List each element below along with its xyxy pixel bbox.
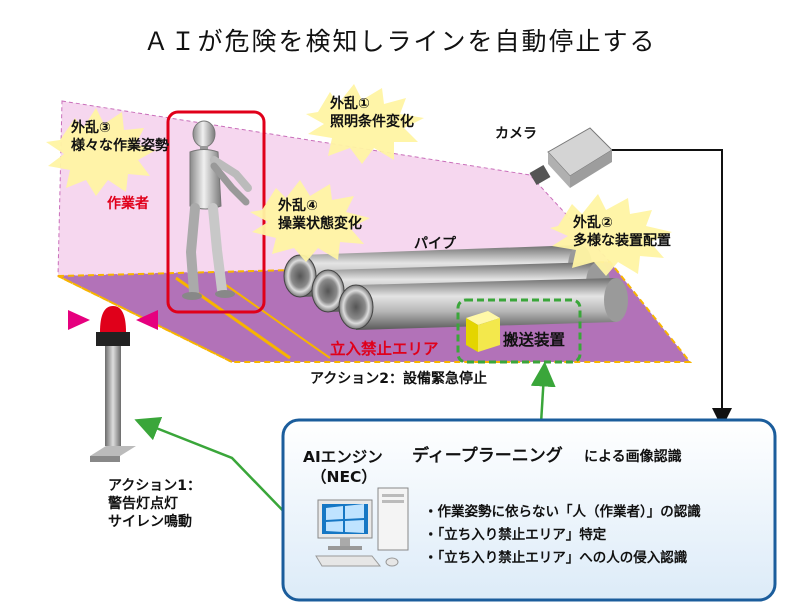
disturbance-4-text: 操業状態変化 xyxy=(278,216,362,232)
page-title: ＡＩが危険を検知しラインを自動停止する xyxy=(143,27,657,56)
pipes xyxy=(283,245,628,330)
action-2-label: アクション2：設備緊急停止 xyxy=(310,371,488,387)
floor-stripe xyxy=(215,277,331,359)
burst-d4 xyxy=(250,180,370,262)
camera-to-panel-arrow xyxy=(612,149,732,428)
disturbance-3-text: 様々な作業姿勢 xyxy=(71,138,169,154)
arrow-to-warning-light xyxy=(134,416,293,521)
disturbance-2-text: 多様な装置配置 xyxy=(573,233,671,249)
camera-icon xyxy=(529,127,613,188)
burst-d3 xyxy=(46,108,156,196)
warning-light xyxy=(68,306,158,462)
disturbance-4-head: 外乱④ xyxy=(278,198,318,214)
burst-d1 xyxy=(306,84,424,164)
computer-icon xyxy=(315,487,409,567)
conveyor-block xyxy=(466,311,500,352)
worker-figure xyxy=(182,120,252,300)
disturbance-2-head: 外乱② xyxy=(573,215,613,231)
worker-label: 作業者 xyxy=(107,196,149,212)
panel-item-3: ・「立ち入り禁止エリア」への人の侵入認識 xyxy=(424,550,688,566)
ai-engine-label: AIエンジン xyxy=(303,448,383,466)
action-1-title: アクション1： xyxy=(108,478,202,494)
panel-item-2: ・「立ち入り禁止エリア」特定 xyxy=(424,527,607,543)
disturbance-1-text: 照明条件変化 xyxy=(330,114,414,130)
disturbance-1-head: 外乱① xyxy=(330,96,370,112)
pipe-label: パイプ xyxy=(414,236,456,252)
action-1-line-1: 警告灯点灯 xyxy=(108,496,178,512)
panel-item-1: ・作業姿勢に依らない「人（作業者）」の認識 xyxy=(424,504,701,520)
restricted-area-label: 立入禁止エリア xyxy=(330,340,439,358)
disturbance-3-head: 外乱③ xyxy=(71,120,111,136)
floor-stripe xyxy=(57,275,233,363)
deep-learning-label: ディープラーニング xyxy=(412,446,563,466)
ai-panel xyxy=(281,418,777,602)
camera-label: カメラ xyxy=(495,126,537,142)
conveyor-label: 搬送装置 xyxy=(503,331,566,349)
burst-d2 xyxy=(550,194,672,276)
action-1-line-2: サイレン鳴動 xyxy=(108,514,192,530)
recognition-label: による画像認識 xyxy=(584,449,682,465)
ai-vendor-label: （NEC） xyxy=(311,468,377,486)
